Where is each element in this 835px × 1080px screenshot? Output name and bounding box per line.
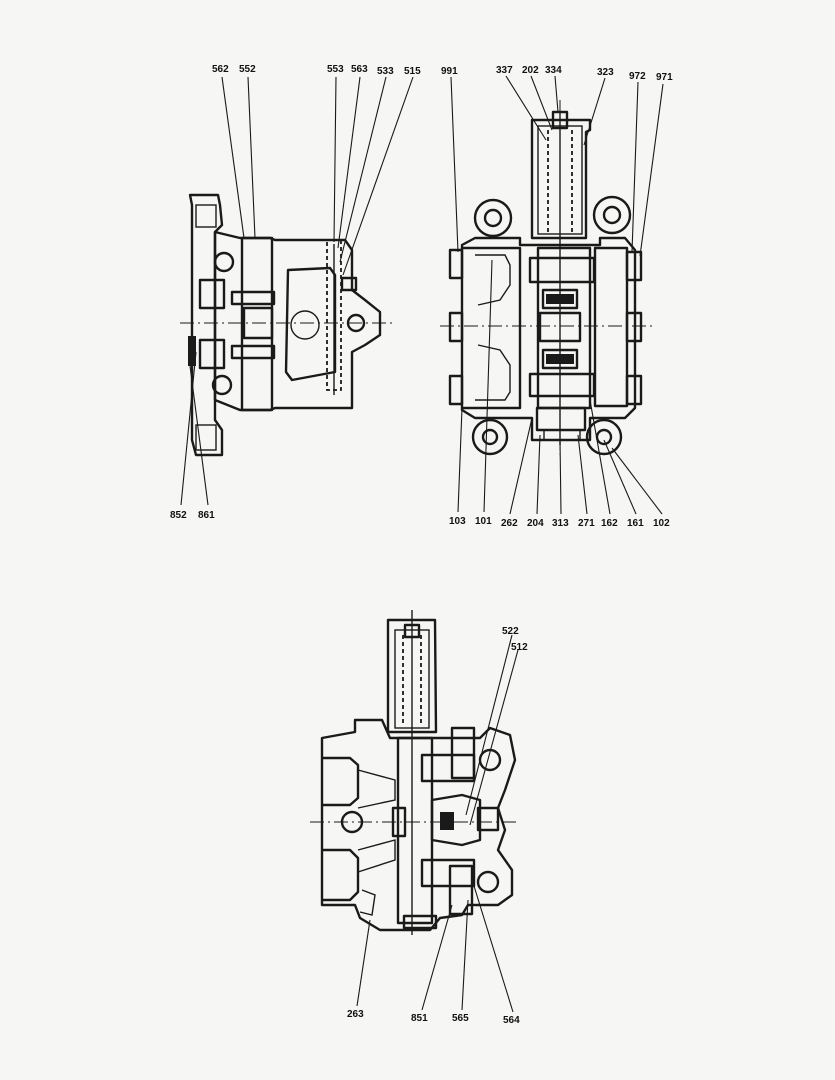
side-view: [180, 193, 395, 457]
callout-262: 262: [501, 518, 518, 529]
callout-522: 522: [502, 626, 519, 637]
front-view: [440, 100, 655, 456]
leader-lines: [180, 75, 664, 1013]
callout-851: 851: [411, 1013, 428, 1024]
callout-563: 563: [351, 64, 368, 75]
callout-515: 515: [404, 66, 421, 77]
callout-101: 101: [475, 516, 492, 527]
callout-labels: 562 552 553 563 533 515 991 337 202 334 …: [170, 64, 673, 1026]
callout-103: 103: [449, 516, 466, 527]
callout-852: 852: [170, 510, 187, 521]
callout-565: 565: [452, 1013, 469, 1024]
callout-564: 564: [503, 1015, 520, 1026]
callout-971: 971: [656, 72, 673, 83]
callout-102: 102: [653, 518, 670, 529]
callout-271: 271: [578, 518, 595, 529]
callout-562: 562: [212, 64, 229, 75]
callout-552: 552: [239, 64, 256, 75]
callout-161: 161: [627, 518, 644, 529]
callout-204: 204: [527, 518, 544, 529]
callout-512: 512: [511, 642, 528, 653]
callout-162: 162: [601, 518, 618, 529]
callout-991: 991: [441, 66, 458, 77]
callout-533: 533: [377, 66, 394, 77]
callout-263: 263: [347, 1009, 364, 1020]
callout-972: 972: [629, 71, 646, 82]
callout-861: 861: [198, 510, 215, 521]
callout-313: 313: [552, 518, 569, 529]
callout-337: 337: [496, 65, 513, 76]
section-view: [310, 610, 520, 935]
callout-334: 334: [545, 65, 562, 76]
callout-202: 202: [522, 65, 539, 76]
callout-553: 553: [327, 64, 344, 75]
callout-323: 323: [597, 67, 614, 78]
